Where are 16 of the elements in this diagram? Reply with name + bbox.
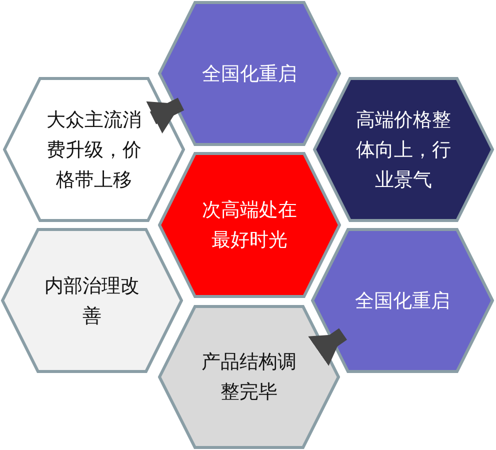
block-arrow — [308, 328, 347, 366]
hexagon — [313, 77, 494, 222]
hexagon-label: 次高端处在最好时光 — [201, 198, 298, 253]
hexagon-label: 全国化重启 — [354, 288, 451, 314]
hexagon — [158, 305, 340, 449]
hexagon — [158, 152, 341, 298]
hexagon-label: 大众主流消费升级，价格带上移 — [46, 108, 142, 192]
block-arrow — [146, 98, 184, 134]
hexagon — [311, 228, 494, 373]
hexagon-label: 产品结构调整完毕 — [200, 350, 298, 405]
hexagon-label: 全国化重启 — [201, 62, 298, 86]
hexagon-label: 内部治理改善 — [44, 274, 140, 328]
hexagon-label: 高端价格整体向上，行业景气 — [355, 108, 452, 192]
hexagon — [158, 1, 341, 146]
hexagon — [3, 77, 185, 222]
hexagon — [1, 228, 183, 373]
